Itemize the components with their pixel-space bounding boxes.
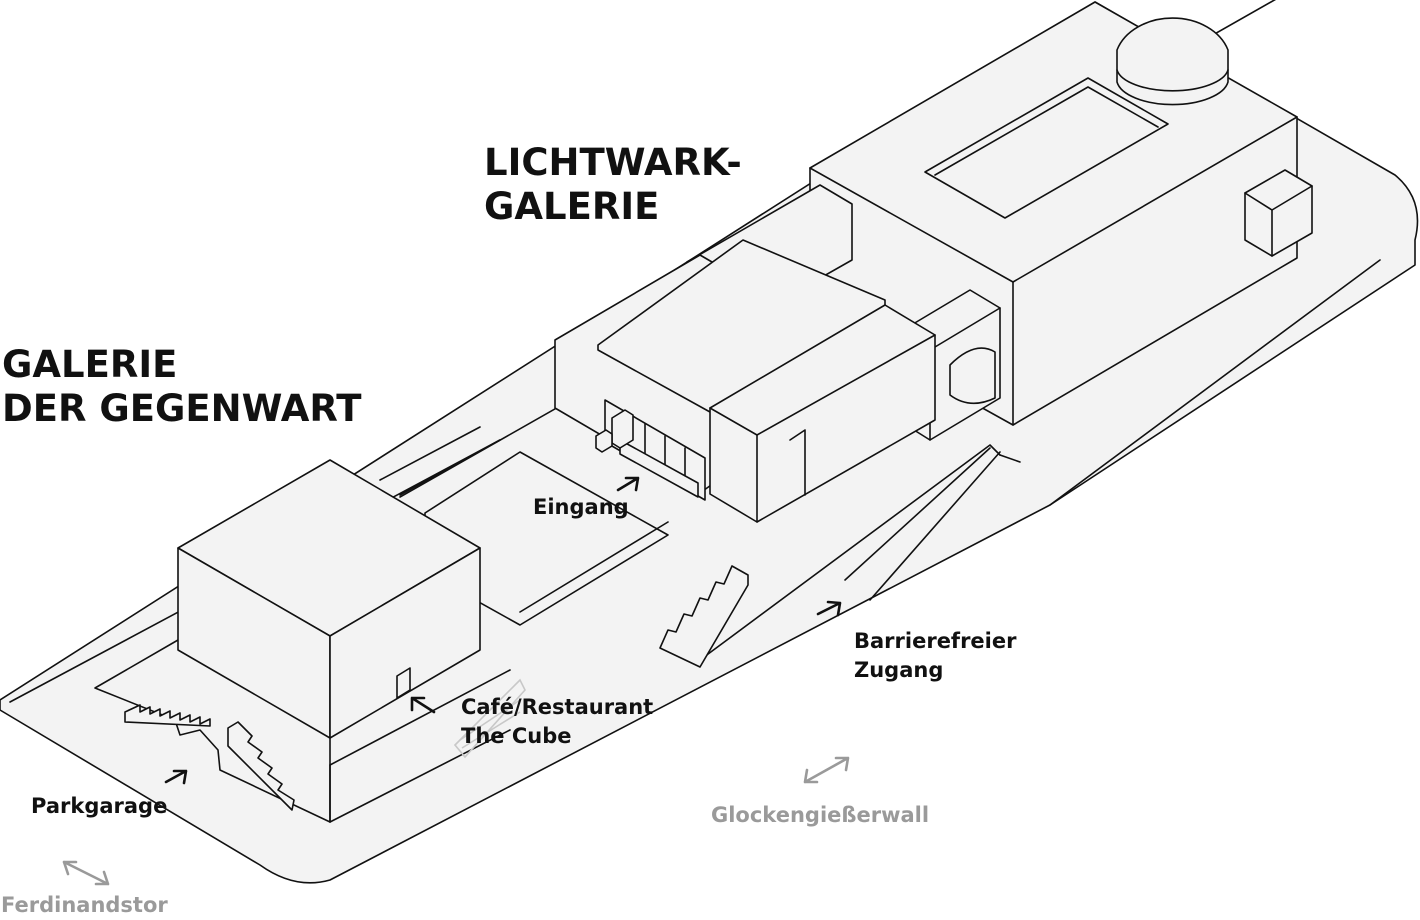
ferdinandstor-arrow xyxy=(62,860,110,886)
barrierefrei-arrow xyxy=(816,600,842,617)
glockengiesserwall-arrow xyxy=(803,756,850,784)
plaza-stairs xyxy=(659,565,749,668)
lichtwark-title-line2: GALERIE xyxy=(484,185,659,228)
barrier-free-ramp xyxy=(699,259,1381,661)
parkgarage-label: Parkgarage xyxy=(31,794,167,818)
barrierefrei-label-line1: Barrierefreier xyxy=(854,629,1017,653)
ferdinandstor-label: Ferdinandstor xyxy=(1,893,168,917)
cafe-arrow xyxy=(410,696,436,714)
cafe-stairs xyxy=(453,678,526,759)
gegenwart-building xyxy=(177,459,481,739)
barrierefrei-label-line2: Zugang xyxy=(854,658,943,682)
cafe-label-line2: The Cube xyxy=(461,724,571,748)
eingang-arrow xyxy=(616,476,640,492)
cafe-label-line1: Café/Restaurant xyxy=(461,695,653,719)
parkgarage-stairs-right xyxy=(227,721,295,811)
lichtwark-building xyxy=(554,1,1313,523)
parkgarage-stairs-left xyxy=(124,704,211,727)
eingang-label: Eingang xyxy=(533,495,629,519)
lichtwark-title-line1: LICHTWARK- xyxy=(484,141,742,184)
glockengiesserwall-label: Glockengießerwall xyxy=(711,803,929,827)
gegenwart-title-line1: GALERIE xyxy=(2,343,177,386)
gegenwart-title-line2: DER GEGENWART xyxy=(2,387,362,430)
parkgarage-arrow xyxy=(164,769,188,785)
